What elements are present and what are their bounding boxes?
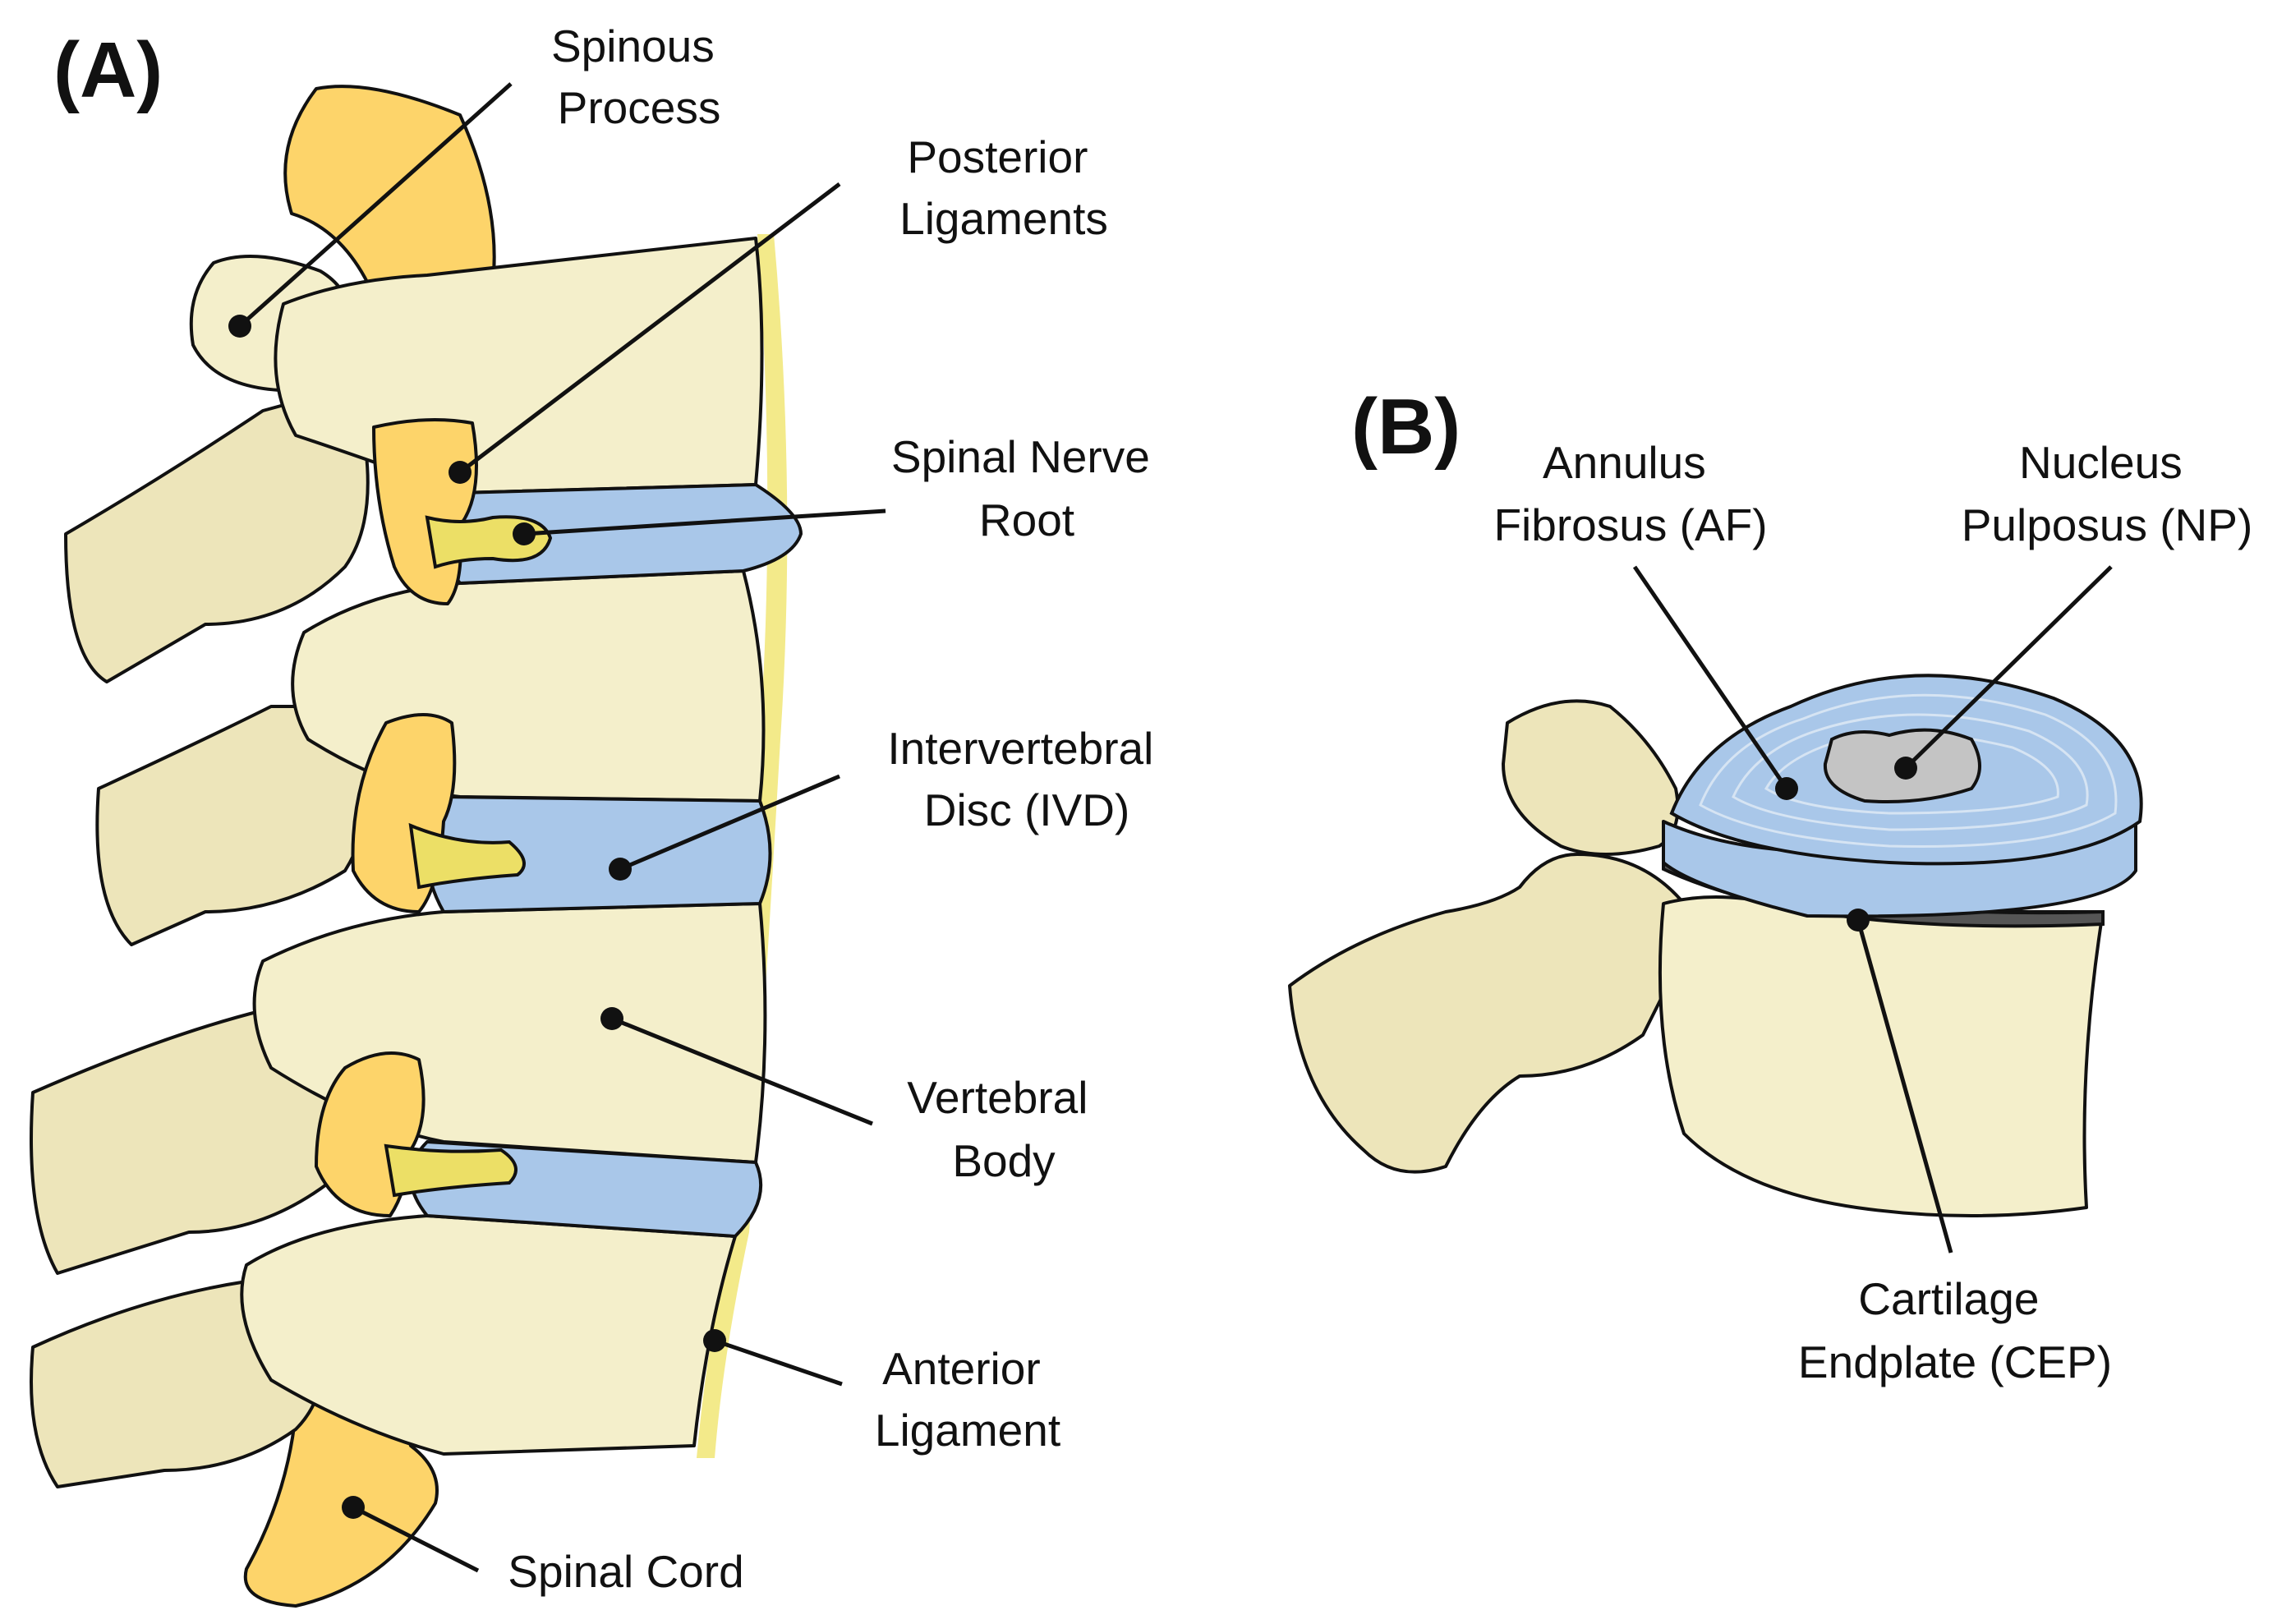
- label-vertebral-body: Vertebral Body: [907, 1072, 1100, 1186]
- label-spinous-process-line1: Spinous: [551, 21, 715, 71]
- label-annulus-fibrosus-line2: Fibrosus (AF): [1493, 499, 1767, 550]
- label-spinal-cord: Spinal Cord: [508, 1546, 743, 1597]
- label-cartilage-endplate: Cartilage Endplate (CEP): [1798, 1273, 2112, 1387]
- label-posterior-ligaments-line1: Posterior: [907, 131, 1088, 182]
- label-intervertebral-disc-line1: Intervertebral: [887, 723, 1153, 774]
- label-anterior-ligament: Anterior Ligament: [875, 1343, 1060, 1456]
- label-nucleus-pulposus-line1: Nucleus: [2019, 437, 2183, 488]
- leader-nucleus-pulposus: [1904, 565, 2113, 770]
- vertebra-posterior-process-left: [1288, 853, 1688, 1174]
- panel-b-vertebra-illustration: [1288, 674, 2143, 1217]
- dot-anterior-ligament: [703, 1329, 726, 1352]
- leader-spinous-process: [238, 82, 513, 328]
- dot-intervertebral-disc: [609, 858, 632, 881]
- spinal-nerve-root-2: [408, 822, 526, 890]
- leader-anterior-ligament: [714, 1338, 843, 1387]
- leader-lines: [228, 82, 2113, 1573]
- label-posterior-ligaments-line2: Ligaments: [899, 193, 1108, 244]
- panel-a-spine-illustration: [30, 85, 803, 1608]
- panel-label-a: (A): [53, 26, 163, 114]
- leader-vertebral-body: [611, 1016, 873, 1126]
- label-cartilage-endplate-line1: Cartilage: [1858, 1273, 2039, 1324]
- panel-label-b: (B): [1351, 383, 1461, 471]
- dot-spinal-nerve-root: [513, 522, 536, 545]
- label-posterior-ligaments: Posterior Ligaments: [899, 131, 1108, 244]
- annulus-ring-1: [1699, 693, 2118, 848]
- label-anterior-ligament-line2: Ligament: [875, 1405, 1060, 1456]
- label-vertebral-body-line1: Vertebral: [907, 1072, 1088, 1123]
- labels: (A) (B) Spinous Process Posterior Ligame…: [53, 21, 2252, 1597]
- label-annulus-fibrosus: Annulus Fibrosus (AF): [1493, 437, 1767, 550]
- dot-posterior-ligaments: [449, 461, 472, 484]
- dot-spinal-cord: [342, 1496, 365, 1519]
- leader-annulus-fibrosus: [1632, 565, 1789, 790]
- dot-cartilage-endplate: [1847, 909, 1870, 932]
- label-spinous-process: Spinous Process: [551, 21, 727, 133]
- spinal-nerve-root-3: [384, 1143, 518, 1198]
- label-intervertebral-disc-line2: Disc (IVD): [924, 784, 1130, 835]
- vertebra-posterior-process-upper: [1502, 699, 1680, 856]
- label-annulus-fibrosus-line1: Annulus: [1543, 437, 1706, 488]
- vertebra-body: [1658, 895, 2105, 1217]
- vertebral-body-2: [291, 569, 766, 803]
- posterior-process-2: [95, 705, 373, 946]
- vertebral-body-1: [274, 237, 764, 495]
- label-spinal-cord-line1: Spinal Cord: [508, 1546, 743, 1597]
- leader-intervertebral-disc: [619, 774, 840, 872]
- leader-spinal-nerve-root: [523, 508, 886, 536]
- annulus-ring-2: [1732, 713, 2089, 831]
- dot-spinous-process: [228, 315, 251, 338]
- label-anterior-ligament-line1: Anterior: [882, 1343, 1041, 1394]
- leader-posterior-ligaments: [458, 182, 841, 474]
- leader-spinal-cord: [352, 1505, 480, 1573]
- label-intervertebral-disc: Intervertebral Disc (IVD): [887, 723, 1166, 835]
- label-cartilage-endplate-line2: Endplate (CEP): [1798, 1336, 2112, 1387]
- dot-nucleus-pulposus: [1894, 757, 1917, 780]
- label-nucleus-pulposus: Nucleus Pulposus (NP): [1962, 437, 2253, 550]
- label-spinal-nerve-root-line2: Root: [979, 495, 1074, 545]
- label-spinous-process-line2: Process: [558, 82, 721, 133]
- label-spinal-nerve-root-line1: Spinal Nerve: [891, 431, 1150, 482]
- label-spinal-nerve-root: Spinal Nerve Root: [891, 431, 1162, 545]
- dot-vertebral-body: [600, 1007, 623, 1030]
- posterior-process-1: [64, 384, 370, 683]
- vertebral-body-4: [240, 1214, 737, 1456]
- label-vertebral-body-line2: Body: [952, 1135, 1056, 1186]
- dot-annulus-fibrosus: [1775, 777, 1798, 800]
- label-nucleus-pulposus-line2: Pulposus (NP): [1962, 499, 2253, 550]
- leader-cartilage-endplate: [1856, 919, 1953, 1254]
